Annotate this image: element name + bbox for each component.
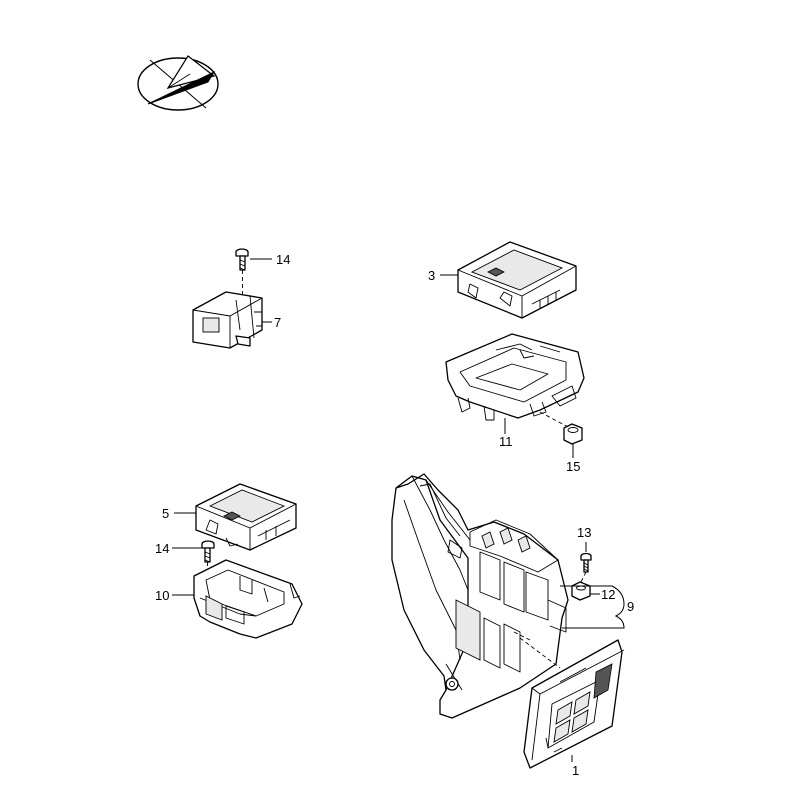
part-1-control-board — [523, 639, 625, 769]
callout-10: 10 — [155, 588, 169, 603]
leader-lines — [172, 258, 625, 762]
part-3-control-unit — [457, 241, 577, 319]
part-5-control-unit — [195, 483, 297, 551]
callout-labels: 14 7 3 11 15 5 14 10 13 12 9 1 — [155, 252, 634, 778]
callout-1: 1 — [572, 763, 579, 778]
part-1-housing-assembly — [391, 473, 569, 719]
part-13-screw — [579, 552, 592, 585]
callout-7: 7 — [274, 315, 281, 330]
orientation-compass-icon — [137, 55, 219, 111]
part-12-nut — [571, 581, 591, 601]
callout-3: 3 — [428, 268, 435, 283]
part-10-holder — [193, 559, 303, 639]
callout-13: 13 — [577, 525, 591, 540]
part-7-module — [192, 291, 263, 349]
callout-14-lower: 14 — [155, 541, 169, 556]
callout-5: 5 — [162, 506, 169, 521]
callout-11: 11 — [499, 434, 513, 449]
part-11-bracket — [445, 333, 585, 429]
callout-15: 15 — [566, 459, 580, 474]
callout-14-upper: 14 — [276, 252, 290, 267]
callout-12: 12 — [601, 587, 615, 602]
screw-14-lower — [201, 540, 215, 580]
callout-9: 9 — [627, 599, 634, 614]
screw-14-upper — [235, 248, 249, 300]
part-15-nut — [563, 423, 583, 445]
